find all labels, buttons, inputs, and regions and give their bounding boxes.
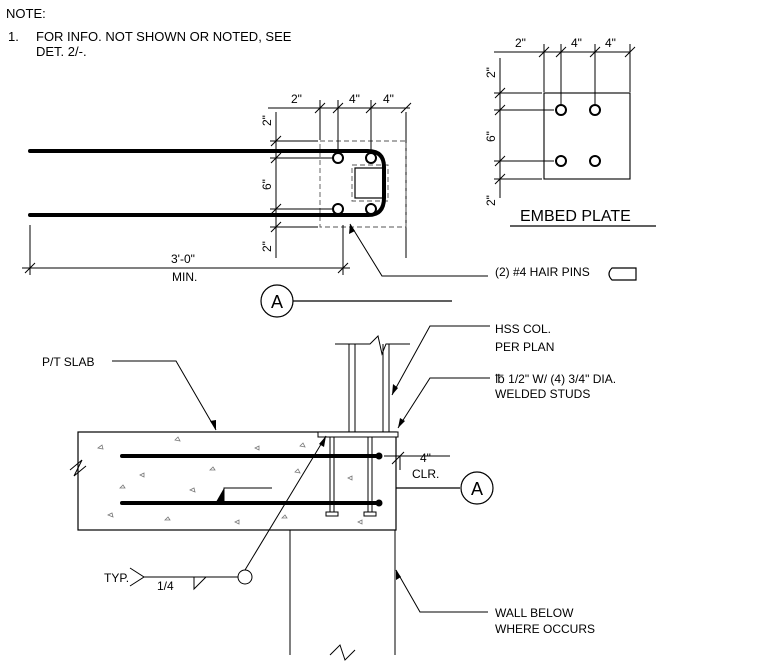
tick <box>555 46 567 58</box>
slab-leader <box>112 360 217 431</box>
general-note: NOTE: 1. FOR INFO. NOT SHOWN OR NOTED, S… <box>6 6 292 59</box>
slab-break <box>69 459 87 477</box>
weld-all-around-symbol <box>237 569 253 585</box>
hairpin-leader <box>349 223 488 277</box>
dim-top-1: 2" <box>291 92 302 106</box>
break-symbol <box>329 644 356 661</box>
weld-leader <box>244 435 327 571</box>
clr-label: CLR. <box>412 467 439 481</box>
hairpin-bar <box>28 149 386 217</box>
bar-end <box>375 452 383 460</box>
concrete-hatch <box>97 436 363 525</box>
tick <box>589 46 601 58</box>
hairpin-plan-detail: 2" 4" 4" 2" 6" 2" 3'-0" MIN. (2) #4 HAIR… <box>22 92 637 284</box>
weld-tail <box>129 567 145 587</box>
column-label-1: HSS COL. <box>495 322 551 336</box>
hairpin-symbol <box>608 267 637 281</box>
column-leader <box>391 325 490 396</box>
leader-arrow <box>349 224 355 234</box>
stud <box>555 155 567 167</box>
leader-arrow <box>396 570 401 580</box>
plate-dim-top-1: 2" <box>515 36 526 50</box>
column-label-2: PER PLAN <box>495 340 554 354</box>
wall-leader <box>395 569 488 613</box>
clr-dim: 4" <box>420 451 431 465</box>
tick <box>494 155 506 167</box>
dim-side-2: 6" <box>260 179 274 190</box>
embed-plate-title: EMBED PLATE <box>520 208 631 225</box>
tick <box>337 262 349 274</box>
section-marker-letter: A <box>271 292 283 312</box>
embed-plate-detail: 2" 4" 4" 2" 6" 2" EMBED PLATE <box>484 36 656 227</box>
section-marker-circle <box>460 471 494 505</box>
tick <box>494 173 506 185</box>
embed-plate-section <box>317 431 399 438</box>
tick <box>494 87 506 99</box>
column-break <box>335 335 410 356</box>
stud-head <box>325 511 339 517</box>
column-outline <box>351 164 389 202</box>
leader-arrow <box>398 418 405 428</box>
hairpin-label: (2) #4 HAIR PINS <box>495 265 590 279</box>
stud <box>365 203 377 215</box>
stud <box>332 152 344 164</box>
dim-top-3: 4" <box>383 92 394 106</box>
plate-label-2: WELDED STUDS <box>495 387 590 401</box>
tick <box>391 451 405 465</box>
stud <box>332 203 344 215</box>
weld-size: 1/4 <box>157 579 174 593</box>
note-line-1: FOR INFO. NOT SHOWN OR NOTED, SEE <box>36 29 292 44</box>
note-header: NOTE: <box>6 6 46 21</box>
stud <box>589 104 601 116</box>
weld-typ-label: TYP. <box>104 571 129 585</box>
section-cut-marker: A <box>260 284 452 318</box>
embed-plate <box>543 92 631 180</box>
wall-label-2: WHERE OCCURS <box>495 622 595 636</box>
plate-dim-side-3: 2" <box>484 195 498 206</box>
hss-column <box>354 167 386 199</box>
dim-side-1: 2" <box>260 115 274 126</box>
tick <box>270 152 282 164</box>
tick <box>270 221 282 233</box>
wall-label-1: WALL BELOW <box>495 606 574 620</box>
weld-flag-arrow <box>216 488 224 502</box>
tick <box>314 102 326 114</box>
tick <box>400 102 412 114</box>
note-item-number: 1. <box>8 29 19 44</box>
leader-arrow <box>392 384 398 395</box>
leader-arrow <box>319 436 326 447</box>
dim-side-3: 2" <box>260 241 274 252</box>
stud-head <box>363 511 377 517</box>
slab-label: P/T SLAB <box>42 355 94 369</box>
plate-dim-top-2: 4" <box>571 36 582 50</box>
length-dim: 3'-0" <box>171 252 195 266</box>
tick <box>494 104 506 116</box>
plate-dim-side-1: 2" <box>484 67 498 78</box>
length-note: MIN. <box>172 270 197 284</box>
stud <box>589 155 601 167</box>
plate-label-1: ℔ 1/2" W/ (4) 3/4" DIA. <box>495 372 616 386</box>
section-marker-letter: A <box>471 479 483 499</box>
tick <box>624 46 636 58</box>
bar-end <box>375 499 383 507</box>
tick <box>365 102 377 114</box>
tick <box>24 262 36 274</box>
pt-slab <box>77 431 397 531</box>
tick <box>332 102 344 114</box>
note-line-2: DET. 2/-. <box>36 44 87 59</box>
leader-arrow <box>210 420 216 430</box>
dim-top-2: 4" <box>349 92 360 106</box>
embed-plate-outline <box>319 140 407 228</box>
fillet-weld-symbol <box>193 576 208 591</box>
plate-leader <box>397 377 490 429</box>
tick <box>270 135 282 147</box>
plate-dim-top-3: 4" <box>605 36 616 50</box>
slab-section: P/T SLAB HSS COL. PER PLAN ℔ 1/2" W/ (4)… <box>42 322 616 661</box>
plate-dim-side-2: 6" <box>484 131 498 142</box>
tick <box>270 203 282 215</box>
stud <box>555 104 567 116</box>
stud <box>365 152 377 164</box>
tick <box>538 46 550 58</box>
